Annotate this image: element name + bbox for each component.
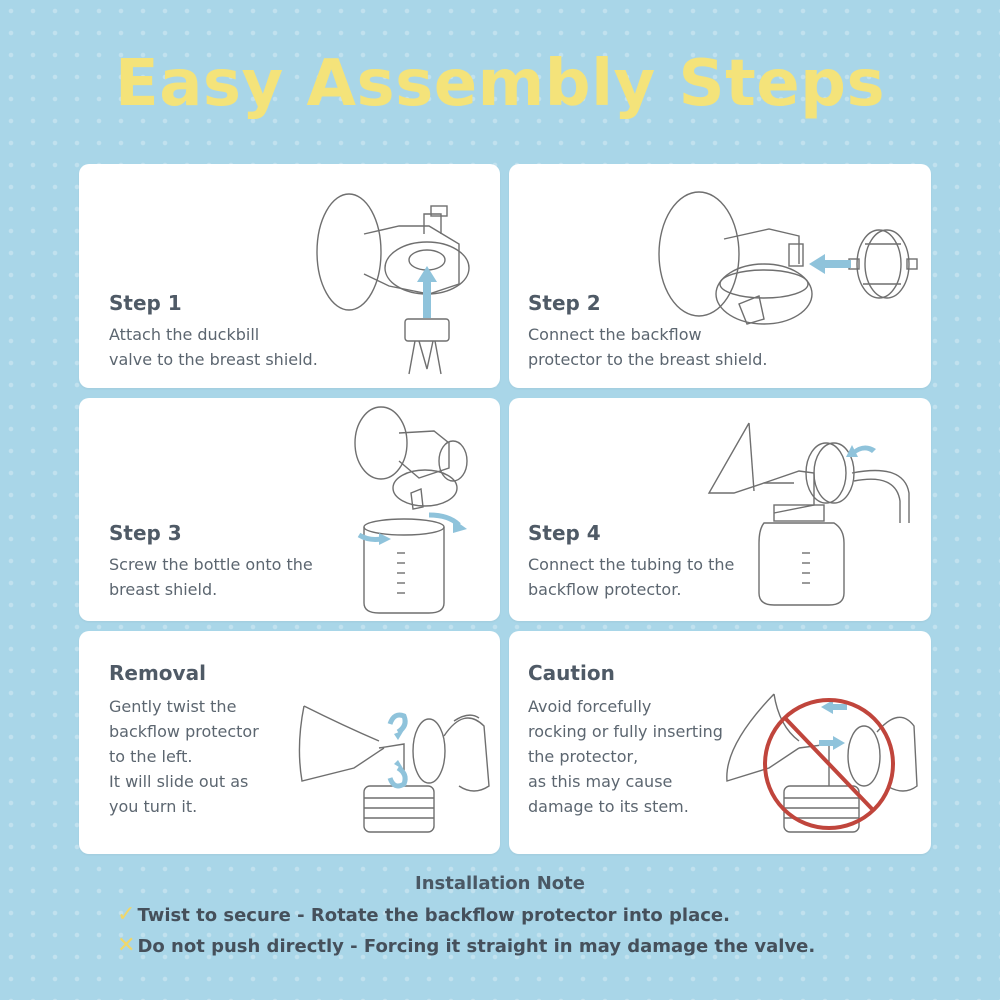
installation-note-title: Installation Note xyxy=(415,873,585,894)
removal-heading: Removal xyxy=(109,661,206,685)
page-title: Easy Assembly Steps xyxy=(114,47,886,121)
caution-description: Avoid forcefully rocking or fully insert… xyxy=(528,697,723,816)
step-card-4: Step 4 Connect the tubing to the backflo… xyxy=(509,398,931,621)
caution-card: Caution Avoid forcefully rocking or full… xyxy=(509,631,931,854)
bottle-screw-illustration xyxy=(354,406,468,614)
installation-note-item-2: ✕Do not push directly - Forcing it strai… xyxy=(117,933,815,958)
step-description: Attach the duckbill valve to the breast … xyxy=(109,325,318,369)
installation-note-text: Do not push directly - Forcing it straig… xyxy=(137,936,816,957)
step-card-2: Step 2 Connect the backflow protector to… xyxy=(509,164,931,388)
step-description: Connect the backflow protector to the br… xyxy=(528,325,768,369)
step-heading: Step 3 xyxy=(109,521,182,545)
removal-description: Gently twist the backflow protector to t… xyxy=(109,697,259,816)
cross-icon: ✕ xyxy=(117,933,136,958)
checkmark-icon: ✓ xyxy=(117,902,136,927)
installation-note-text: Twist to secure - Rotate the backflow pr… xyxy=(137,905,730,926)
duckbill-valve-attach-illustration xyxy=(316,193,470,375)
step-heading: Step 1 xyxy=(109,291,182,315)
step-card-1: Step 1 Attach the duckbill valve to the … xyxy=(79,164,500,388)
caution-prohibited-illustration xyxy=(726,693,918,833)
caution-heading: Caution xyxy=(528,661,615,685)
backflow-protector-attach-illustration xyxy=(658,191,918,325)
twist-removal-illustration xyxy=(298,705,490,833)
step-heading: Step 2 xyxy=(528,291,601,315)
step-card-3: Step 3 Screw the bottle onto the breast … xyxy=(79,398,500,621)
step-description: Screw the bottle onto the breast shield. xyxy=(109,555,313,599)
step-description: Connect the tubing to the backflow prote… xyxy=(528,555,735,599)
removal-card: Removal Gently twist the backflow protec… xyxy=(79,631,500,854)
step-heading: Step 4 xyxy=(528,521,601,545)
installation-note-item-1: ✓Twist to secure - Rotate the backflow p… xyxy=(117,902,730,927)
tubing-connect-illustration xyxy=(707,422,910,606)
